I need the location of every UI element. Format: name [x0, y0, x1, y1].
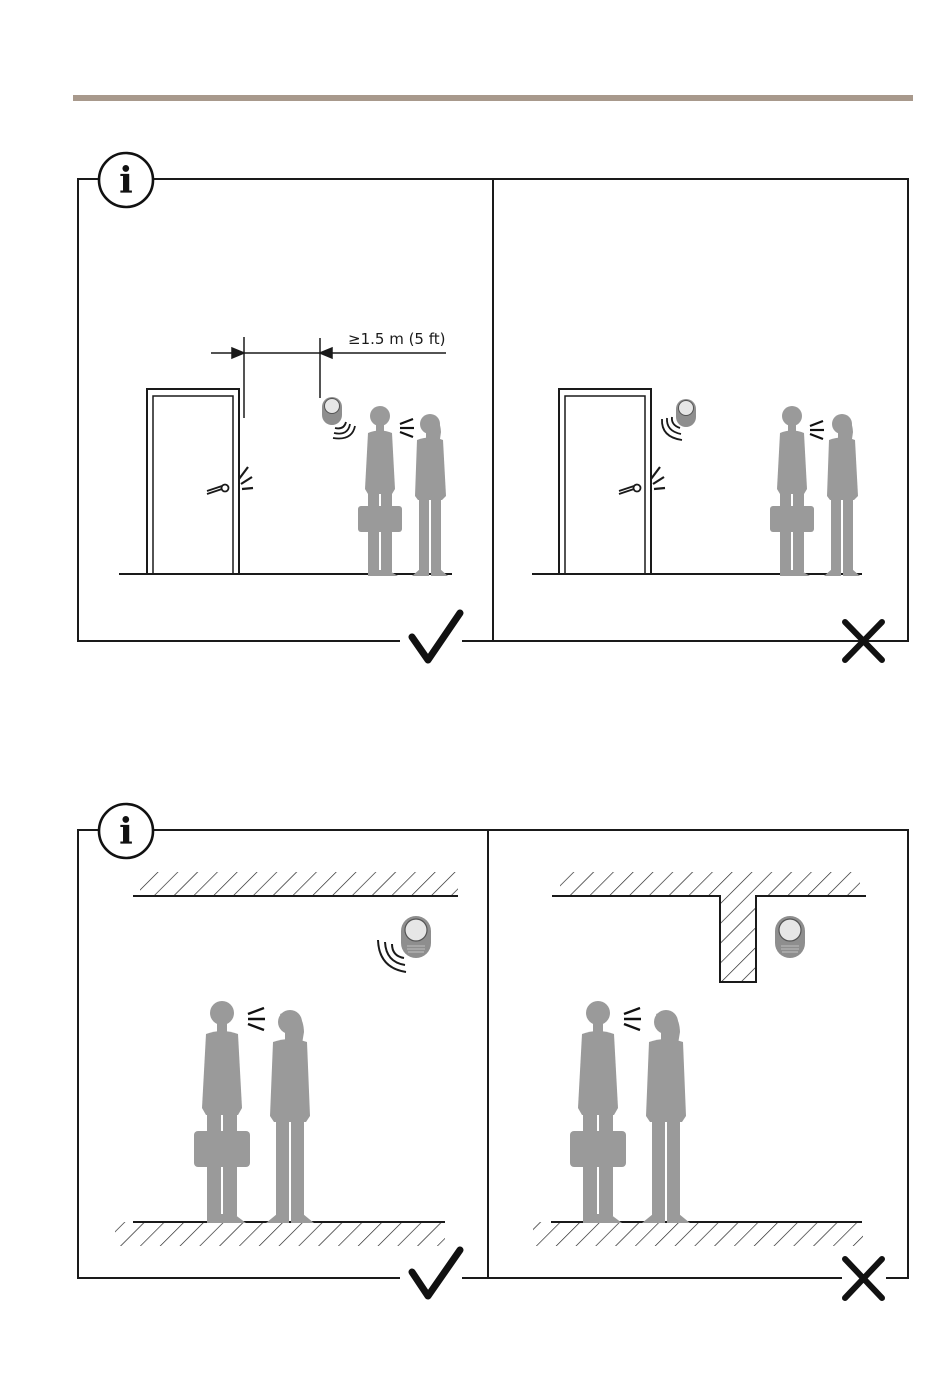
- check-mark-icon: [412, 613, 460, 660]
- intercom-device: [676, 399, 696, 427]
- floor: [533, 1222, 863, 1246]
- woman-silhouette: [266, 1010, 314, 1223]
- speech-lines-icon: [400, 419, 414, 437]
- figure-ceiling-mount: i: [0, 790, 950, 1320]
- figure1-right-panel: [532, 389, 882, 660]
- speech-lines-icon: [624, 1008, 641, 1030]
- speech-lines-icon: [248, 1008, 265, 1030]
- man-silhouette: [770, 406, 814, 576]
- woman-silhouette: [642, 1010, 690, 1223]
- woman-silhouette: [824, 414, 860, 576]
- figure2-right-panel: [533, 872, 882, 1298]
- woman-silhouette: [412, 414, 448, 576]
- svg-text:i: i: [119, 160, 133, 202]
- man-silhouette: [358, 406, 402, 576]
- ceiling-with-beam: [552, 872, 866, 982]
- svg-text:i: i: [119, 811, 133, 853]
- check-mark-icon: [412, 1250, 460, 1296]
- intercom-device: [322, 397, 342, 425]
- floor: [115, 1222, 445, 1246]
- cross-mark-icon: [845, 1259, 882, 1298]
- intercom-device: [401, 916, 431, 958]
- door: [147, 389, 253, 574]
- figure-door-distance: i ≥1.5 m (5 ft): [0, 140, 950, 700]
- ceiling: [133, 872, 458, 896]
- intercom-device: [775, 916, 805, 958]
- info-icon: i: [99, 804, 153, 858]
- figure2-frame: [78, 830, 908, 1278]
- man-silhouette: [194, 1001, 250, 1223]
- distance-label: ≥1.5 m (5 ft): [348, 330, 446, 348]
- figure1-left-panel: ≥1.5 m (5 ft): [119, 330, 460, 660]
- header-rule: [73, 95, 913, 101]
- info-icon: i: [99, 153, 153, 207]
- figure2-left-panel: [115, 872, 460, 1296]
- door: [559, 389, 665, 574]
- man-silhouette: [570, 1001, 626, 1223]
- speech-lines-icon: [810, 421, 824, 439]
- sound-waves-icon: [333, 422, 355, 439]
